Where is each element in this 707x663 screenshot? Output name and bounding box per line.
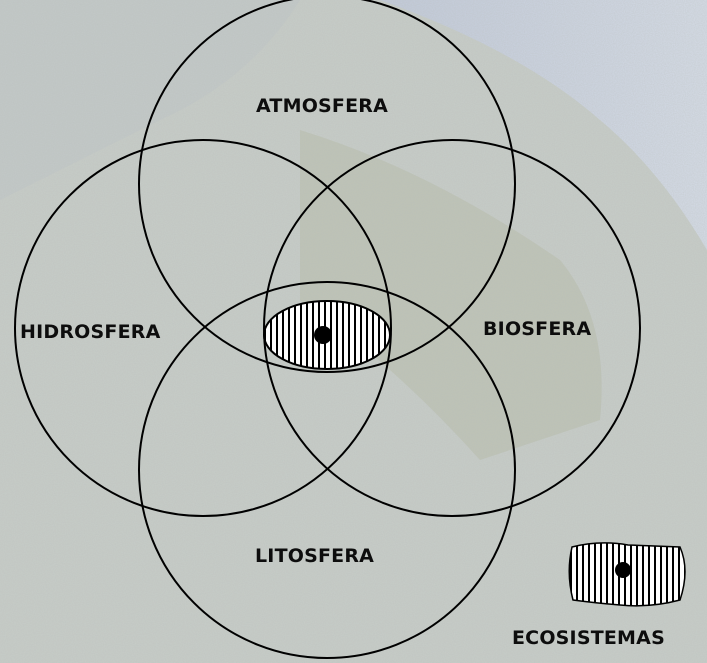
legend-label-ecosistemas: ECOSISTEMAS: [512, 627, 665, 649]
label-atmosfera: ATMOSFERA: [256, 95, 388, 117]
legend-ecosystem-symbol: [569, 543, 685, 606]
center-dot: [314, 326, 332, 344]
label-hidrosfera: HIDROSFERA: [20, 321, 161, 343]
label-biosfera: BIOSFERA: [483, 318, 591, 340]
label-litosfera: LITOSFERA: [255, 545, 374, 567]
